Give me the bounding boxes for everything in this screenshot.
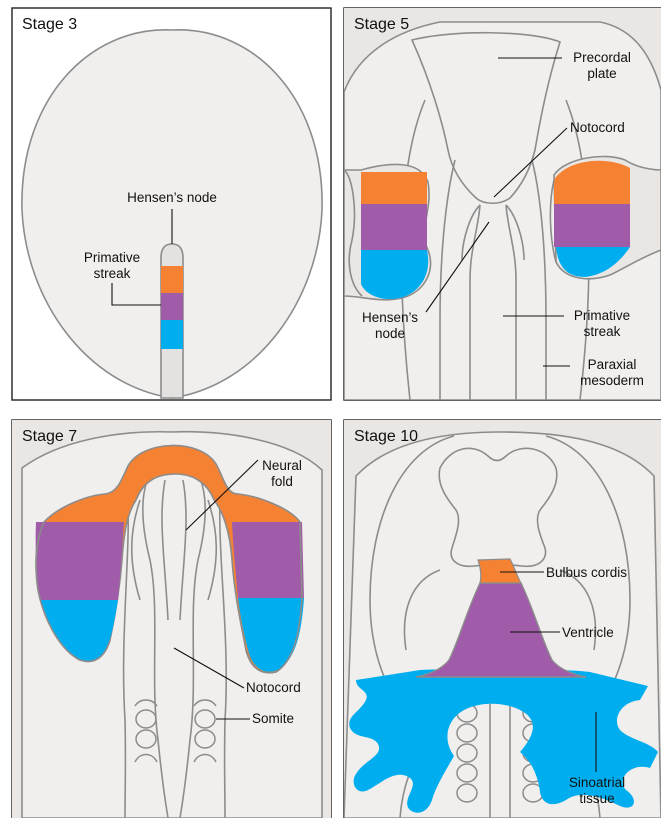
label-paraxial-line1: Paraxial (588, 357, 637, 372)
panel-stage-10: Stage 10 Bulbus cordis Ventricle Sinoatr… (344, 420, 661, 818)
label-paraxial-line2: mesoderm (580, 373, 644, 388)
label-primitive-line2: streak (584, 324, 621, 339)
label-primitive-line1: Primative (574, 308, 630, 323)
panel-title: Stage 7 (22, 428, 77, 445)
label-sinoatrial-line2: tissue (579, 791, 614, 806)
streak-orange-band (161, 266, 183, 293)
label-notocord: Notocord (570, 120, 625, 135)
label-bulbus-cordis: Bulbus cordis (546, 565, 627, 580)
label-notocord: Notocord (246, 680, 301, 695)
panel-stage-5: Stage 5 Precordal plate Notocord Hensen’… (344, 8, 661, 400)
panel-title: Stage 5 (354, 16, 409, 33)
label-primitive-streak-line2: streak (94, 266, 131, 281)
panel-stage-7: Stage 7 Neural fold Notocord Somite (12, 420, 331, 818)
left-field-purple (361, 204, 427, 250)
label-neural-line1: Neural (262, 458, 302, 473)
label-hensens-node: Hensen’s node (127, 190, 217, 205)
panel-title: Stage 10 (354, 428, 418, 445)
label-hensens-line2: node (375, 326, 405, 341)
label-neural-line2: fold (271, 474, 293, 489)
right-field-purple (554, 204, 630, 247)
streak-purple-band (161, 293, 183, 320)
streak-blue-band (161, 320, 183, 349)
label-sinoatrial-line1: Sinoatrial (569, 775, 625, 790)
label-primitive-streak-line1: Primative (84, 250, 140, 265)
left-field-orange (361, 172, 427, 204)
label-ventricle: Ventricle (562, 625, 614, 640)
crescent-purple-right (232, 522, 304, 598)
label-precordal-line2: plate (587, 66, 616, 81)
crescent-purple-left (36, 522, 124, 600)
label-somite: Somite (252, 711, 294, 726)
panel-title: Stage 3 (22, 16, 77, 33)
label-hensens-line1: Hensen’s (362, 310, 418, 325)
label-precordal-line1: Precordal (573, 50, 631, 65)
panel-stage-3: Stage 3 Hensen’s node Primative streak (12, 8, 331, 400)
